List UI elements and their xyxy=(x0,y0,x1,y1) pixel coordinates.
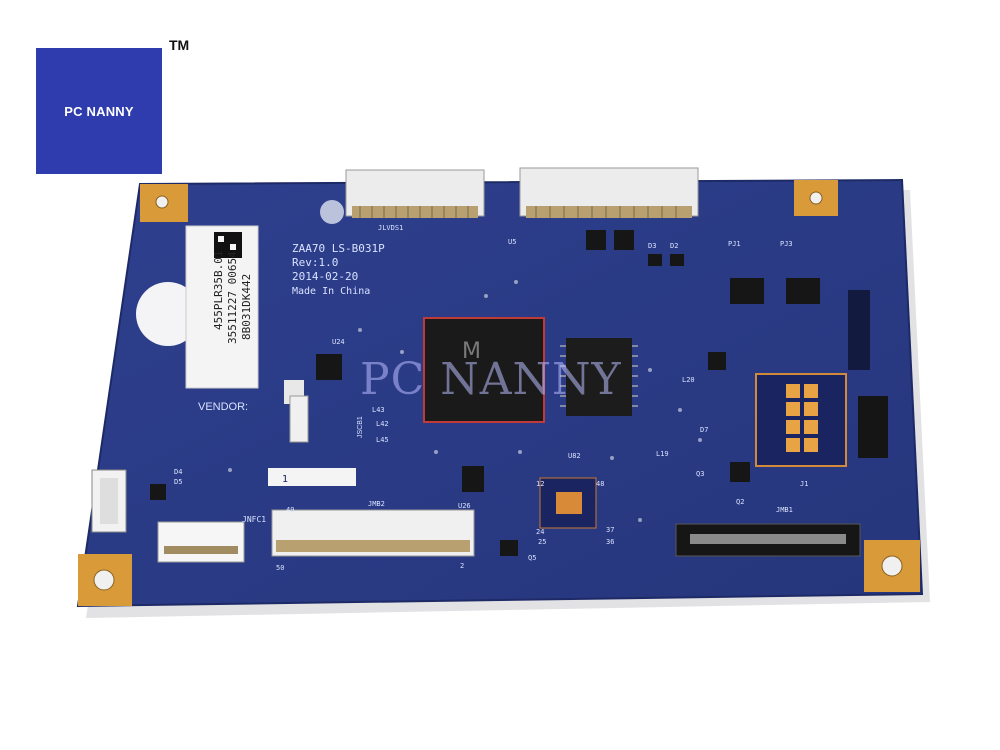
sticker-line-1: 455PLR35B.01 xyxy=(212,250,225,330)
silkscreen-label: JLVDS1 xyxy=(378,224,403,232)
sticker-line-3: 8B031DK442 xyxy=(240,273,253,340)
silkscreen-label: U26 xyxy=(458,502,471,510)
silkscreen-label: PJ1 xyxy=(728,240,741,248)
side-connector xyxy=(858,396,888,458)
shield-pad-area xyxy=(755,373,847,467)
silkscreen-label: M xyxy=(462,339,481,364)
silkscreen-label: 50 xyxy=(276,564,284,572)
vendor-label: VENDOR: xyxy=(198,401,248,413)
silkscreen-label: Q2 xyxy=(736,498,744,506)
silkscreen-label: D3 xyxy=(648,242,656,250)
rev-text: Rev:1.0 xyxy=(292,256,338,269)
silkscreen-label: 48 xyxy=(596,480,604,488)
model-text: ZAA70 LS-B031P xyxy=(292,242,385,255)
silkscreen-label: JNFC1 xyxy=(242,515,266,524)
pc-nanny-logo: PC NANNY xyxy=(36,48,162,174)
silkscreen-label: JMB1 xyxy=(776,506,793,514)
silkscreen-label: 1 xyxy=(282,474,288,485)
silkscreen-label: JMB2 xyxy=(368,500,385,508)
silkscreen-label: 37 xyxy=(606,526,614,534)
silkscreen-label: J1 xyxy=(800,480,808,488)
silkscreen-label: D4 xyxy=(174,468,182,476)
date-text: 2014-02-20 xyxy=(292,270,358,283)
silkscreen-label: 24 xyxy=(536,528,544,536)
silkscreen-label: D2 xyxy=(670,242,678,250)
jnfc1-connector xyxy=(157,521,245,563)
silkscreen-label: 49 xyxy=(286,506,294,514)
silkscreen-label: L45 xyxy=(376,436,389,444)
silkscreen-label: Q5 xyxy=(528,554,536,562)
mounting-hole xyxy=(136,282,200,346)
origin-text: Made In China xyxy=(292,286,370,297)
silkscreen-label: 2 xyxy=(460,562,464,570)
silkscreen-label: U5 xyxy=(508,238,516,246)
silkscreen-label: L19 xyxy=(656,450,669,458)
silkscreen-label: 36 xyxy=(606,538,614,546)
silkscreen-label: JSCB1 xyxy=(357,416,364,438)
silkscreen-label: 25 xyxy=(538,538,546,546)
silkscreen-label: D7 xyxy=(700,426,708,434)
silkscreen-label: PJ3 xyxy=(780,240,793,248)
logo-text: PC NANNY xyxy=(64,103,134,119)
silkscreen-label: L42 xyxy=(376,420,389,428)
silkscreen-label: D5 xyxy=(174,478,182,486)
silkscreen-label: L20 xyxy=(682,376,695,384)
silkscreen-label: U82 xyxy=(568,452,581,460)
main-processor-chip xyxy=(423,317,545,423)
silkscreen-label: Q3 xyxy=(696,470,704,478)
silkscreen-label: U24 xyxy=(332,338,345,346)
silkscreen-label: L43 xyxy=(372,406,385,414)
silkscreen-label: 12 xyxy=(536,480,544,488)
sticker-line-2: 35511227 00654 xyxy=(226,251,239,344)
watermark-text: PC NANNY xyxy=(360,354,622,405)
trademark-symbol: TM xyxy=(169,37,190,53)
memory-chip xyxy=(566,338,632,416)
